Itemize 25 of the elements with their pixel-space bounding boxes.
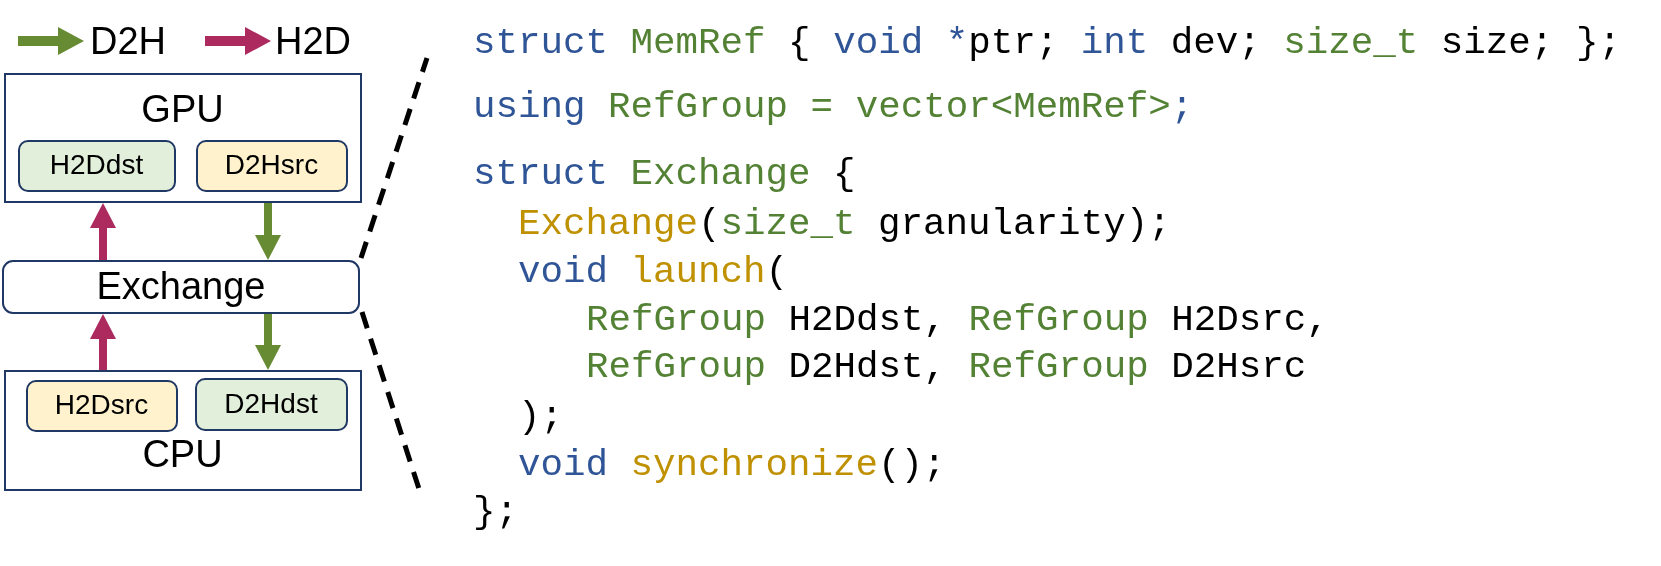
arrow (255, 203, 281, 260)
code-line: struct MemRef { void *ptr; int dev; size_t size; }; (473, 21, 1621, 65)
code-line: Exchange(size_t granularity); (518, 202, 1171, 246)
code-line: }; (473, 490, 519, 534)
code-line: void synchronize(); (518, 443, 946, 487)
code-line: ); (518, 395, 564, 439)
process-box: Exchange (2, 260, 360, 314)
buffer-box: H2Dsrc (25, 379, 178, 432)
device-label: GPU (141, 87, 224, 132)
buffer-box: D2Hdst (194, 377, 348, 431)
code-line: using RefGroup = vector<MemRef>; (473, 85, 1194, 129)
buffer-box: H2Ddst (17, 139, 176, 192)
code-line: void launch( (518, 250, 789, 294)
host-label: CPU (142, 432, 223, 477)
device-box (4, 73, 362, 203)
legend-label: D2H (90, 19, 167, 63)
code-line: RefGroup D2Hdst, RefGroup D2Hsrc (586, 345, 1307, 389)
arrow (90, 314, 116, 370)
buffer-box: D2Hsrc (195, 139, 348, 192)
legend-label: H2D (275, 19, 352, 63)
code-line: RefGroup H2Ddst, RefGroup H2Dsrc, (586, 298, 1329, 342)
host-box (4, 370, 362, 491)
arrow (90, 203, 116, 260)
code-line: struct Exchange { (473, 152, 856, 196)
arrow (255, 314, 281, 370)
